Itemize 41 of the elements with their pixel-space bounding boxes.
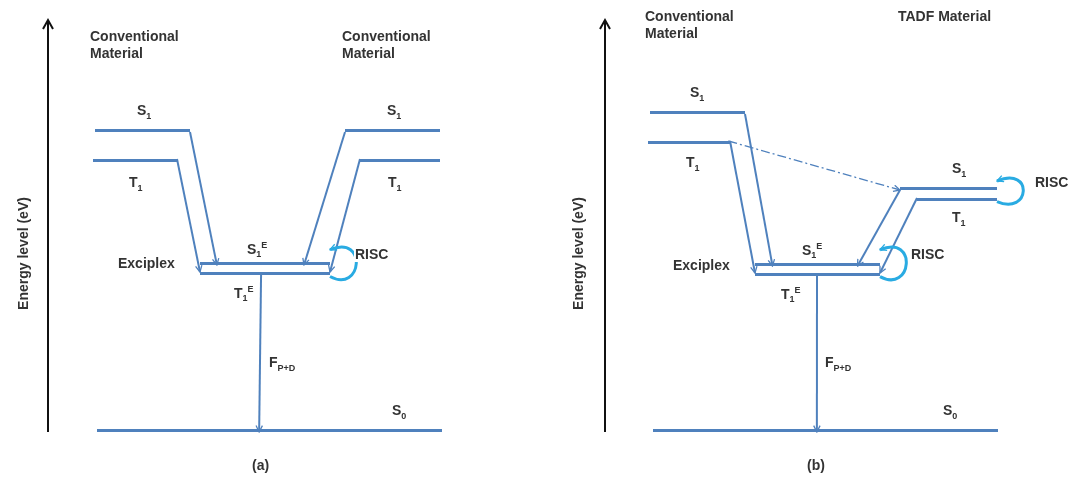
axis-label: Energy level (eV) (14, 196, 32, 312)
arrow (189, 131, 220, 266)
energy-level-line (360, 159, 440, 191)
energy-level-line (93, 159, 177, 191)
text-label: (b) (807, 457, 825, 474)
level-label: S$_{1}$ (690, 84, 705, 105)
level-label: T$_{1}$ (952, 209, 966, 230)
energy-level-line (648, 141, 730, 173)
axis-label: Energy level (eV) (569, 196, 587, 312)
curved-arrow (329, 244, 358, 281)
text-label: Conventional Material (90, 28, 180, 62)
level-label: S$_{1}$ (952, 160, 967, 181)
text-label: Exciplex (673, 257, 730, 274)
arrow (176, 158, 203, 273)
arrow (302, 131, 346, 266)
energy-level-line (917, 198, 997, 228)
level-label: S$_{0}$ (943, 402, 958, 423)
level-label: S$_{1}$ (137, 102, 152, 123)
arrow (856, 189, 901, 267)
text-label: Conventional Material (342, 28, 432, 62)
arrow (727, 140, 901, 192)
level-label: T$_{1}$ (388, 174, 402, 195)
arrow (327, 158, 361, 273)
level-label: T$_{1}$ (686, 154, 700, 175)
edge-label: RISC (354, 246, 390, 262)
edge-label: RISC (1034, 174, 1070, 190)
text-label: (a) (252, 457, 270, 474)
arrow (879, 197, 918, 274)
energy-level-line (200, 272, 330, 302)
curved-arrow (879, 244, 908, 281)
text-label: TADF Material (898, 8, 992, 25)
arrow (729, 140, 758, 274)
level-label: T$_{1}$ (129, 174, 143, 195)
energy-level-line (755, 273, 880, 303)
text-label: Exciplex (118, 255, 175, 272)
energy-level-line (900, 160, 997, 190)
edge-label: RISC (910, 246, 946, 262)
arrow (744, 113, 776, 267)
text-label: Conventional Material (645, 8, 735, 42)
level-label: S$_{1}$ (387, 102, 402, 123)
level-label: S$_{0}$ (392, 402, 407, 423)
